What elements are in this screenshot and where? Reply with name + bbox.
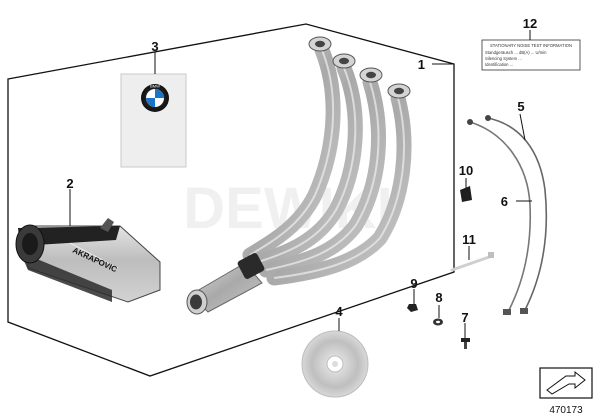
diagram-number: 470173	[549, 405, 583, 416]
cable-tie[interactable]	[450, 252, 494, 272]
noise-label-line1: Standgeräusch ... dB(A) ... U/min	[485, 50, 547, 55]
arrow-icon	[546, 370, 586, 395]
rubber-grommet[interactable]	[460, 186, 472, 202]
muffler[interactable]: AKRAPOVIC	[15, 218, 161, 303]
callout-12[interactable]: 12	[523, 16, 537, 31]
callout-11[interactable]: 11	[462, 232, 476, 247]
callout-5[interactable]: 5	[517, 99, 524, 114]
exhaust-manifold[interactable]	[186, 36, 412, 315]
bmw-logo-text: BMW	[150, 84, 160, 89]
nav-arrow-button[interactable]	[539, 367, 593, 399]
callout-3[interactable]: 3	[151, 39, 158, 54]
callout-1[interactable]: 1	[418, 57, 425, 72]
cable-assembly[interactable]	[467, 115, 548, 315]
noise-test-label[interactable]: STATIONARY NOISE TEST INFORMATION Standg…	[481, 39, 581, 71]
washer[interactable]	[433, 318, 443, 326]
rider-manual[interactable]: BMW	[120, 73, 187, 168]
leader-5	[519, 113, 526, 141]
assembly-boundary	[7, 23, 455, 377]
noise-label-line3: Identification ...	[485, 62, 513, 67]
callout-2[interactable]: 2	[66, 176, 73, 191]
callout-8[interactable]: 8	[435, 290, 442, 305]
callout-9[interactable]: 9	[410, 276, 417, 291]
callout-6[interactable]: 6	[501, 194, 508, 209]
callout-7[interactable]: 7	[461, 310, 468, 325]
noise-label-title: STATIONARY NOISE TEST INFORMATION	[490, 43, 572, 48]
callout-4[interactable]: 4	[335, 304, 343, 319]
nut[interactable]	[407, 304, 418, 312]
callout-10[interactable]: 10	[459, 163, 473, 178]
noise-label-line2: Silencing System ...	[485, 56, 522, 61]
cd-disc[interactable]	[301, 330, 369, 398]
screw[interactable]	[461, 338, 470, 349]
